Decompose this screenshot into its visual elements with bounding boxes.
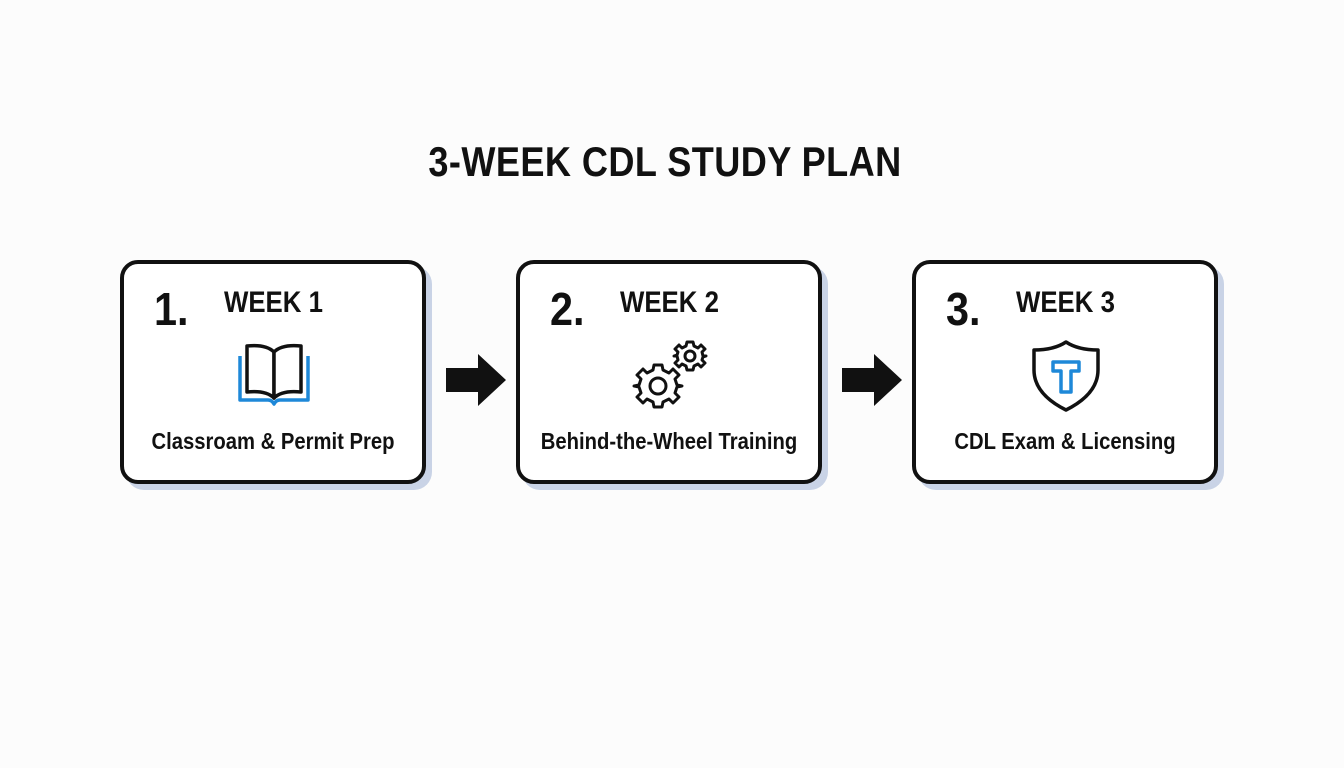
step-label: CDL Exam & Licensing	[954, 428, 1176, 454]
step-card-week-2: 2. WEEK 2 Behind-the-Wheel Training	[516, 260, 822, 484]
step-card-week-1: 1. WEEK 1 Classroam & Permit Prep	[120, 260, 426, 484]
diagram-title: 3-WEEK CDL STUDY PLAN	[428, 138, 902, 185]
step-number: 3.	[946, 283, 981, 335]
open-book-icon	[234, 338, 314, 412]
step-week: WEEK 1	[224, 286, 323, 319]
step-week: WEEK 3	[1016, 286, 1115, 319]
step-number: 1.	[154, 283, 189, 335]
step-week: WEEK 2	[620, 286, 719, 319]
gears-icon	[630, 338, 710, 412]
right-arrow-icon	[444, 352, 508, 408]
step-card-week-3: 3. WEEK 3 CDL Exam & Licensing	[912, 260, 1218, 484]
right-arrow-icon	[840, 352, 904, 408]
shield-icon	[1026, 338, 1106, 412]
step-label: Classroam & Permit Prep	[151, 428, 395, 454]
step-label: Behind-the-Wheel Training	[540, 428, 798, 454]
step-number: 2.	[550, 283, 585, 335]
